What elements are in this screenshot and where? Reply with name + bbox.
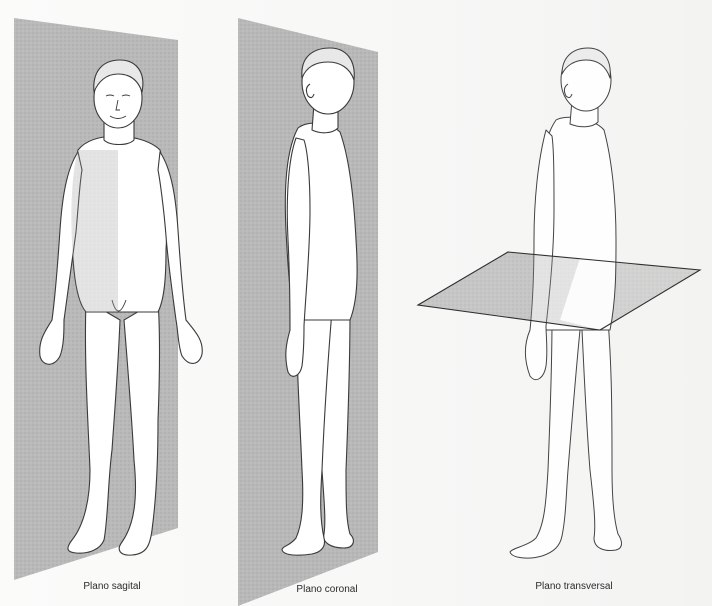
caption-sagittal-plane: Plano sagital	[83, 581, 140, 592]
caption-coronal-plane: Plano coronal	[296, 584, 357, 595]
transverse-panel	[418, 48, 700, 558]
caption-transverse-plane: Plano transversal	[535, 581, 612, 592]
sagittal-panel	[14, 18, 202, 580]
coronal-panel	[238, 18, 378, 606]
